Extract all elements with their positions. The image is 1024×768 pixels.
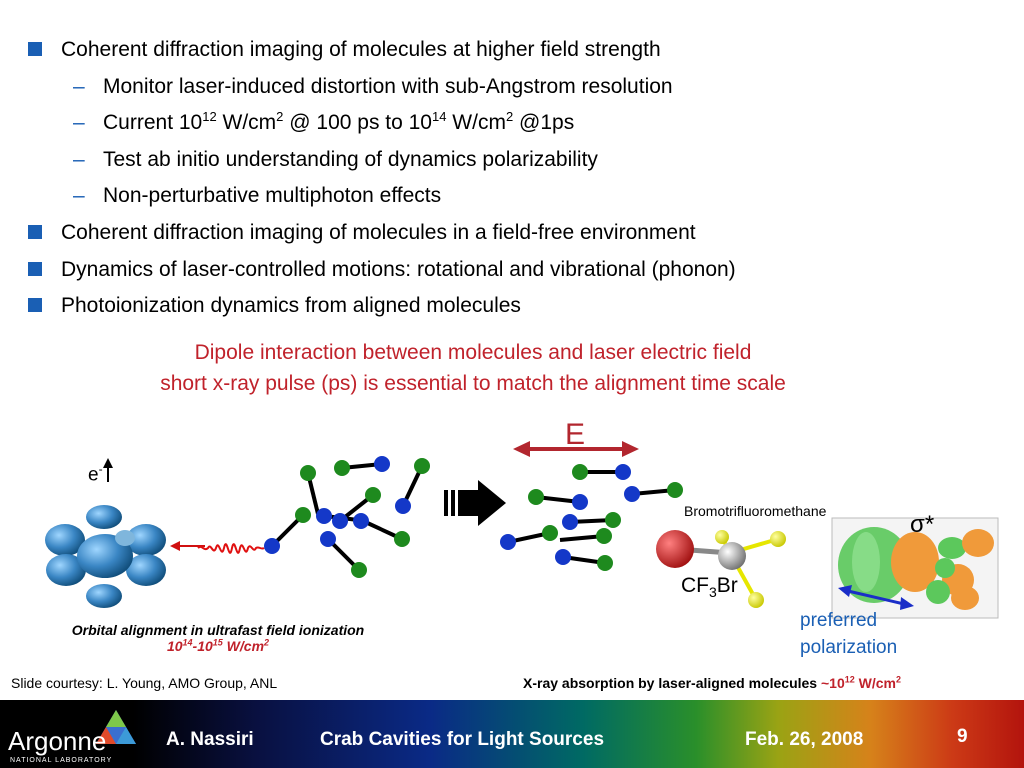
slide-credit: Slide courtesy: L. Young, AMO Group, ANL [11,675,278,691]
polarization-label: polarization [800,637,898,658]
subbullet-3: Test ab initio understanding of dynamics… [28,142,1008,179]
xray-caption: X-ray absorption by laser-aligned molecu… [523,674,901,691]
bullet-1: Coherent diffraction imaging of molecule… [28,32,1008,69]
formula-label: CF3Br [681,574,738,601]
footer-bar: Argonne NATIONAL LABORATORY A. Nassiri C… [0,700,1024,768]
subbullet-4: Non-perturbative multiphoton effects [28,178,1008,215]
bullet-4: Photoionization dynamics from aligned mo… [28,288,1008,325]
polarization-arrow [847,589,905,606]
transition-arrow [444,480,506,526]
molecule-name: Bromotrifluoromethane [684,503,827,519]
footer-talk-title: Crab Cavities for Light Sources [320,729,605,750]
highlight-line-2: short x-ray pulse (ps) is essential to m… [160,372,786,395]
preferred-label: preferred [800,610,878,631]
org-subtitle: NATIONAL LABORATORY [10,757,113,764]
org-name: Argonne [8,726,107,756]
orbital-shape [45,505,166,608]
molecule-cluster-aligned [507,470,676,565]
figure-illustration [45,441,999,619]
laser-pulse-wave [197,543,265,554]
subbullet-2: Current 1012 W/cm2 @ 100 ps to 1014 W/cm… [28,105,1008,142]
highlight-line-1: Dipole interaction between molecules and… [194,341,752,364]
sigma-orbital [831,517,999,619]
electron-label: e- [88,462,103,486]
atoms-random [264,456,430,578]
sigma-label: σ* [910,511,935,538]
left-caption: Orbital alignment in ultrafast field ion… [71,622,365,654]
field-label: E [565,418,586,451]
page-number: 9 [957,726,968,747]
cf3br-molecule [656,530,786,608]
bullet-list: Coherent diffraction imaging of molecule… [28,32,1008,325]
bullet-3: Dynamics of laser-controlled motions: ro… [28,252,1008,289]
subbullet-1: Monitor laser-induced distortion with su… [28,69,1008,106]
molecule-cluster-random [270,462,424,572]
bullet-2: Coherent diffraction imaging of molecule… [28,215,1008,252]
footer-author: A. Nassiri [166,729,254,750]
argonne-logo-icon [96,710,136,744]
atoms-aligned [500,464,683,571]
footer-date: Feb. 26, 2008 [745,729,864,750]
